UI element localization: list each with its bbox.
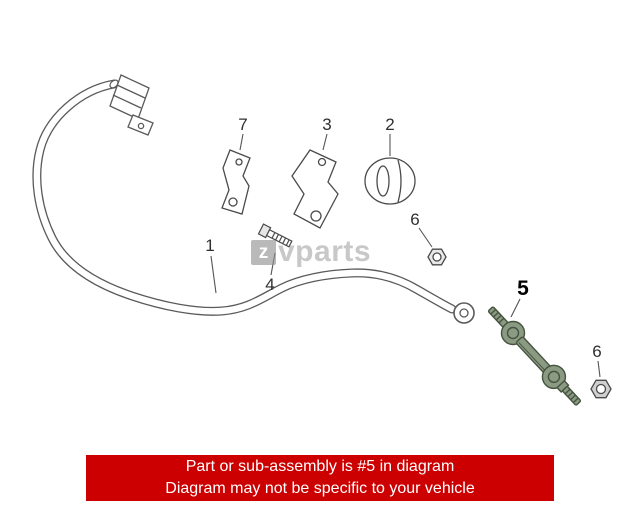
leader-3 <box>322 133 328 151</box>
bolt-part-4 <box>257 223 293 248</box>
leader-5 <box>510 298 521 318</box>
bracket-part-3 <box>291 149 339 229</box>
callout-4: 4 <box>265 275 274 294</box>
notice-banner: Part or sub-assembly is #5 in diagram Di… <box>86 455 554 501</box>
bracket-3-hole-lower <box>310 210 322 222</box>
bracket-part-7 <box>221 149 251 215</box>
leader-1 <box>210 255 217 294</box>
nut-part-6-lower <box>590 379 612 399</box>
nut-upper-hole <box>432 252 442 262</box>
stabilizer-bar-tube-fill <box>33 80 456 315</box>
stabilizer-bar-end-cap <box>109 79 119 89</box>
bracket-3-outline <box>291 149 339 229</box>
callout-2: 2 <box>385 115 394 134</box>
bracket-7-hole-lower <box>228 197 238 207</box>
bolt-threads <box>271 232 290 246</box>
leader-7 <box>239 133 244 151</box>
notice-line-2: Diagram may not be specific to your vehi… <box>165 480 475 497</box>
link-bottom-stud <box>562 386 582 406</box>
bracket-3-hole-upper <box>317 157 327 167</box>
link-bottom-ball-ring <box>547 370 561 384</box>
stabilizer-link-part-5-highlighted <box>487 306 582 406</box>
link-top-stud-threads <box>490 308 505 324</box>
bushing-outer <box>364 157 416 205</box>
callout-7: 7 <box>238 115 247 134</box>
nut-part-6-upper <box>427 248 447 266</box>
bar-clamp-bushing <box>109 74 154 136</box>
link-top-ball-ring <box>506 326 520 340</box>
leader-4 <box>270 252 276 276</box>
bracket-7-hole-upper <box>235 158 243 166</box>
link-rod-shading <box>518 342 546 371</box>
notice-line-1: Part or sub-assembly is #5 in diagram <box>185 458 455 475</box>
leader-6-upper <box>418 227 433 248</box>
callout-1: 1 <box>205 236 214 255</box>
callout-6-upper: 6 <box>410 210 419 229</box>
clamp-foot-hole <box>137 122 145 130</box>
bushing-seam <box>397 159 402 203</box>
bushing-slot <box>376 165 390 197</box>
callout-6-lower: 6 <box>592 342 601 361</box>
callout-labels: 1 7 3 2 4 6 5 6 <box>205 115 601 361</box>
clamp-inner-line-1 <box>116 84 146 99</box>
leader-6-lower <box>597 360 601 378</box>
stabilizer-bar-eyelet-hole <box>459 308 469 318</box>
stabilizer-bar <box>32 79 475 324</box>
clamp-inner-line-2 <box>112 94 142 109</box>
link-bottom-stud-threads <box>564 388 579 404</box>
callout-5-highlighted: 5 <box>517 277 529 300</box>
callout-3: 3 <box>322 115 331 134</box>
bracket-7-outline <box>221 149 251 215</box>
nut-lower-hole <box>595 383 607 395</box>
bushing-part-2 <box>364 157 416 205</box>
bolt-shaft <box>265 228 293 248</box>
